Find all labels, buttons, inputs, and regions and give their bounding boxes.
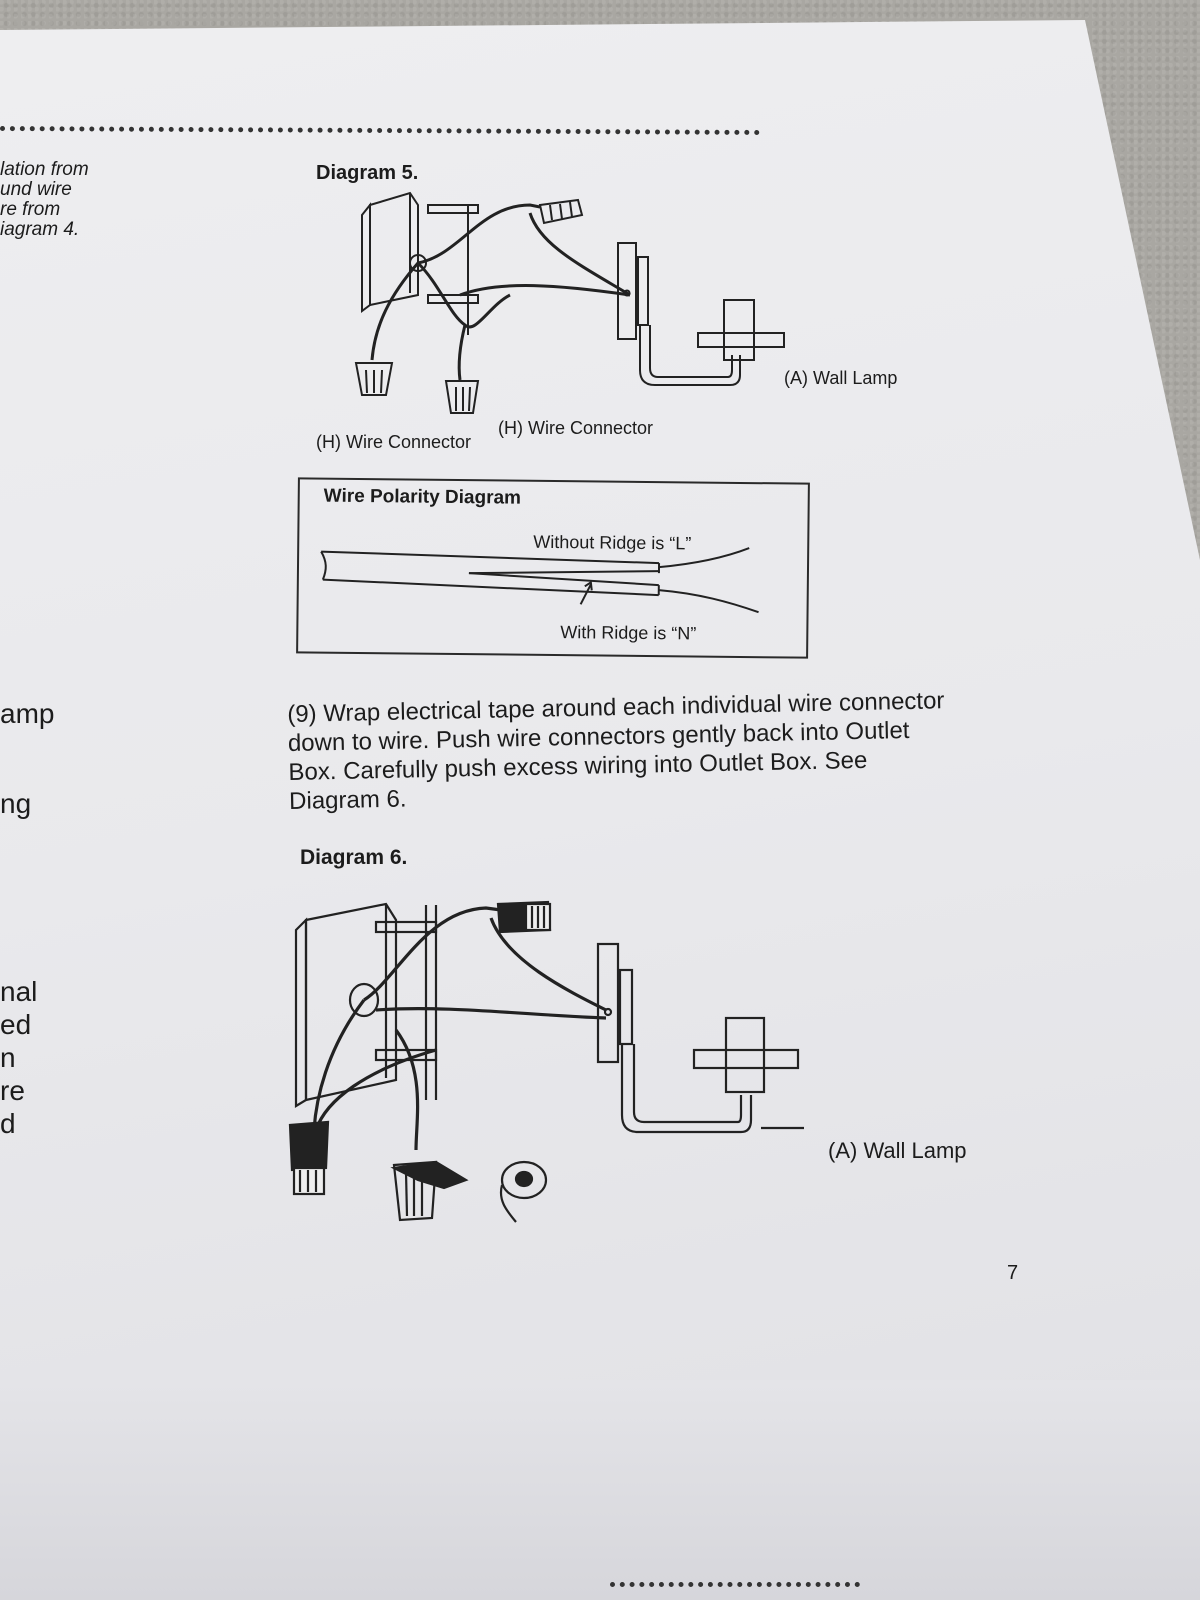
left-fragment-ng: ng (0, 788, 32, 819)
page-number: 7 (1007, 1262, 1019, 1284)
diagram5-connector-left-label: (H) Wire Connector (316, 432, 472, 452)
left-line: ed (0, 1009, 32, 1040)
left-line: re from (0, 199, 61, 220)
diagram5-wall-lamp-label: (A) Wall Lamp (784, 368, 898, 388)
tape-roll-icon (499, 1160, 548, 1223)
wall-lamp-icon (596, 942, 804, 1134)
left-line: lation from (0, 159, 89, 180)
wire-connector-icon (538, 198, 584, 225)
left-line: iagram 4. (0, 219, 80, 240)
left-column-text: lation from und wire re from iagram 4. (0, 160, 89, 240)
taped-wire-connector-icon (496, 900, 552, 934)
diagram5-connector-right-label: (H) Wire Connector (498, 418, 654, 438)
diagram5-illustration (354, 191, 785, 414)
taped-wire-connector-icon (288, 1120, 330, 1196)
wire-polarity-box: Wire Polarity Diagram Without Ridge is “… (296, 477, 810, 659)
diagram6-title: Diagram 6. (300, 846, 408, 869)
left-line: n (0, 1042, 16, 1073)
left-line: und wire (0, 179, 72, 200)
step9-instruction: (9) Wrap electrical tape around each ind… (287, 687, 945, 815)
left-line: d (0, 1108, 16, 1139)
polarity-title: Wire Polarity Diagram (323, 485, 522, 509)
wall-lamp-icon (617, 242, 785, 386)
next-page-edge (0, 1380, 1200, 1600)
wire-connector-icon (354, 362, 394, 396)
wire-connector-icon (390, 1160, 469, 1222)
bottom-dotted-divider (610, 1582, 860, 1587)
left-fragment-amp: amp (0, 698, 55, 729)
with-ridge-label: With Ridge is “N” (560, 622, 697, 644)
left-fragment-block: nal ed n re d (0, 975, 37, 1140)
left-line: re (0, 1075, 25, 1106)
diagram6-illustration (288, 900, 804, 1223)
wire-connector-icon (444, 380, 480, 414)
diagram6-wall-lamp-label: (A) Wall Lamp (828, 1138, 967, 1163)
left-line: nal (0, 976, 38, 1007)
polarity-cable-illustration (320, 547, 759, 614)
manual-page (0, 20, 1200, 1420)
diagram5-title: Diagram 5. (316, 162, 419, 184)
